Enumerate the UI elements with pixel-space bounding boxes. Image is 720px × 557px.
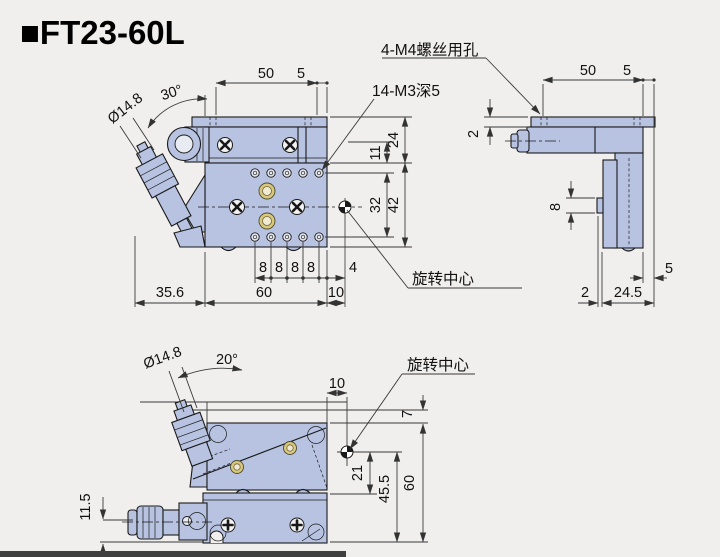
front-dim-60: 60: [256, 285, 272, 301]
front-dim-32: 32: [368, 197, 384, 213]
front-thread-label: 14-M3深5: [372, 82, 440, 100]
bottom-angle-label: 20°: [216, 352, 238, 368]
rotation-center-mark-front: [338, 198, 352, 307]
front-view: 50 5 30° Ø14.8 24 11 32 42 8 8 8 8 4: [105, 66, 522, 307]
front-screws: [217, 137, 305, 215]
front-dim-11: 11: [368, 145, 384, 160]
bottom-dim-7: 7: [400, 410, 416, 418]
m3-hole-rows: [250, 168, 324, 242]
front-angle-label: 30°: [159, 82, 185, 104]
side-dim-50: 50: [580, 63, 596, 79]
bottom-dim-10: 10: [329, 376, 345, 392]
front-dia-label: Ø14.8: [105, 90, 146, 127]
rail-screws: [220, 517, 305, 533]
front-rotation-label: 旋转中心: [412, 270, 474, 288]
front-dim-4: 4: [349, 260, 357, 276]
bottom-dim-115: 11.5: [78, 493, 94, 520]
front-dim-356: 35.6: [156, 285, 184, 301]
bottom-view: Ø14.8 20° 10 7 21 45.5 60 11.5 旋转中心: [78, 344, 475, 556]
bottom-dim-60: 60: [402, 475, 418, 491]
front-pitch-8c: 8: [291, 260, 299, 276]
side-dim-2: 2: [466, 130, 482, 138]
front-pitch-8a: 8: [259, 260, 267, 276]
side-dim-2b: 2: [581, 285, 589, 301]
side-dim-8: 8: [548, 203, 564, 211]
bottom-dim-455: 45.5: [377, 475, 393, 503]
bottom-dia-label: Ø14.8: [141, 344, 184, 373]
bottom-gold-screws: [230, 441, 297, 474]
bottom-micrometer-20deg: [171, 398, 214, 467]
front-dim-50: 50: [258, 66, 274, 82]
side-dim-5r: 5: [665, 261, 673, 277]
front-dim-5: 5: [297, 66, 305, 82]
footer-strip: [0, 551, 346, 557]
front-dim-24: 24: [386, 132, 402, 148]
bottom-rotation-label: 旋转中心: [407, 356, 469, 374]
front-pitch-8b: 8: [275, 260, 283, 276]
front-pitch-8d: 8: [307, 260, 315, 276]
vertical-micrometer: [135, 141, 200, 247]
bottom-micrometer-horizontal: [122, 502, 212, 541]
front-dim-10: 10: [328, 285, 344, 301]
page-title: ■FT23-60L: [20, 14, 185, 51]
bottom-dim-21: 21: [350, 465, 366, 481]
side-dim-245: 24.5: [614, 285, 642, 301]
side-view: 50 5 4-M4螺丝用孔 2 8 5 2 24.5: [381, 41, 673, 307]
side-dim-5: 5: [623, 63, 631, 79]
front-dim-42: 42: [386, 197, 402, 213]
side-screw-label: 4-M4螺丝用孔: [381, 41, 479, 59]
